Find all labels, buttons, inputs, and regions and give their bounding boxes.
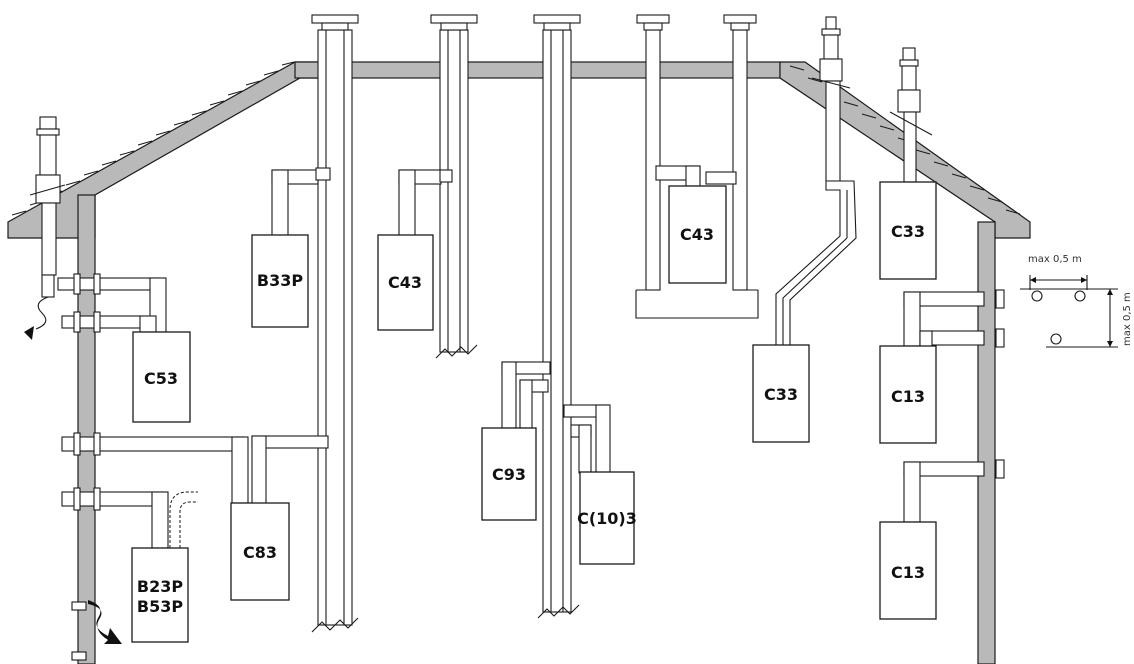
flue-c43-right-b [732,29,748,291]
flue-b33p [317,29,353,626]
boiler-label: C53 [144,369,178,388]
exhaust-arrow-up-icon [24,326,34,340]
boiler-label: C33 [764,385,798,404]
dimension-vertical-label: max 0,5 m [1122,292,1133,346]
c53-system [57,273,167,333]
c83-system [61,432,329,661]
flue-c43-right-a [645,29,661,291]
dimension-sketch: max 0,5 m max 0,5 m [1020,254,1133,348]
boiler-c43-right: C43 [668,185,727,284]
c43-right-system [655,165,737,187]
boiler-label: C13 [891,387,925,406]
b33p-system [271,167,331,237]
boiler-label: C33 [891,222,925,241]
left-roof-terminal [24,116,66,340]
boiler-c53: C53 [132,331,191,423]
flue-c43-left [439,29,469,353]
c93-system [501,361,611,474]
terminal-circle [1074,290,1086,302]
exhaust-arrow-down-icon [88,600,122,644]
break-line [311,617,359,633]
boiler-c33-mid: C33 [752,344,810,443]
boiler-c93: C93 [481,427,537,521]
terminal-circle [1050,333,1062,345]
boiler-label: C83 [243,543,277,562]
boiler-c13-bottom: C13 [879,521,937,620]
boilers: B33P C43 C53 C83 B23P B53P C93 C(10)3 [131,181,937,643]
support-frame [635,289,759,319]
c33-right-system [889,47,933,183]
boiler-c83: C83 [230,502,290,601]
boiler-label: C43 [680,225,714,244]
break-line [435,344,478,359]
c13-system [903,289,1005,523]
wall-right [977,221,996,664]
boiler-label: C13 [891,563,925,582]
chimney-flues [311,14,759,633]
boiler-c10-3: C(10)3 [577,471,637,565]
c33-mid-system [775,16,857,346]
boiler-label: C43 [388,273,422,292]
boiler-c13-top: C13 [879,345,937,444]
boiler-b33p: B33P [251,234,309,328]
boiler-c43-left: C43 [377,234,434,331]
alternative-flue-dashed [169,491,198,548]
boiler-label: C(10)3 [577,509,637,528]
wall-left [77,194,96,664]
dimension-horizontal-label: max 0,5 m [1028,254,1082,265]
roof-ridge [294,61,781,79]
flue-c93 [542,29,572,613]
boiler-label: C93 [492,465,526,484]
boiler-c33-right: C33 [879,181,937,280]
break-line [537,604,580,619]
boiler-b23p-b53p: B23P B53P [131,547,189,643]
boiler-label-b23p: B23P [137,577,183,596]
c43-left-system [398,169,453,237]
boiler-label-b53p: B53P [137,597,183,616]
terminal-circle [1031,290,1043,302]
boiler-label: B33P [257,271,303,290]
